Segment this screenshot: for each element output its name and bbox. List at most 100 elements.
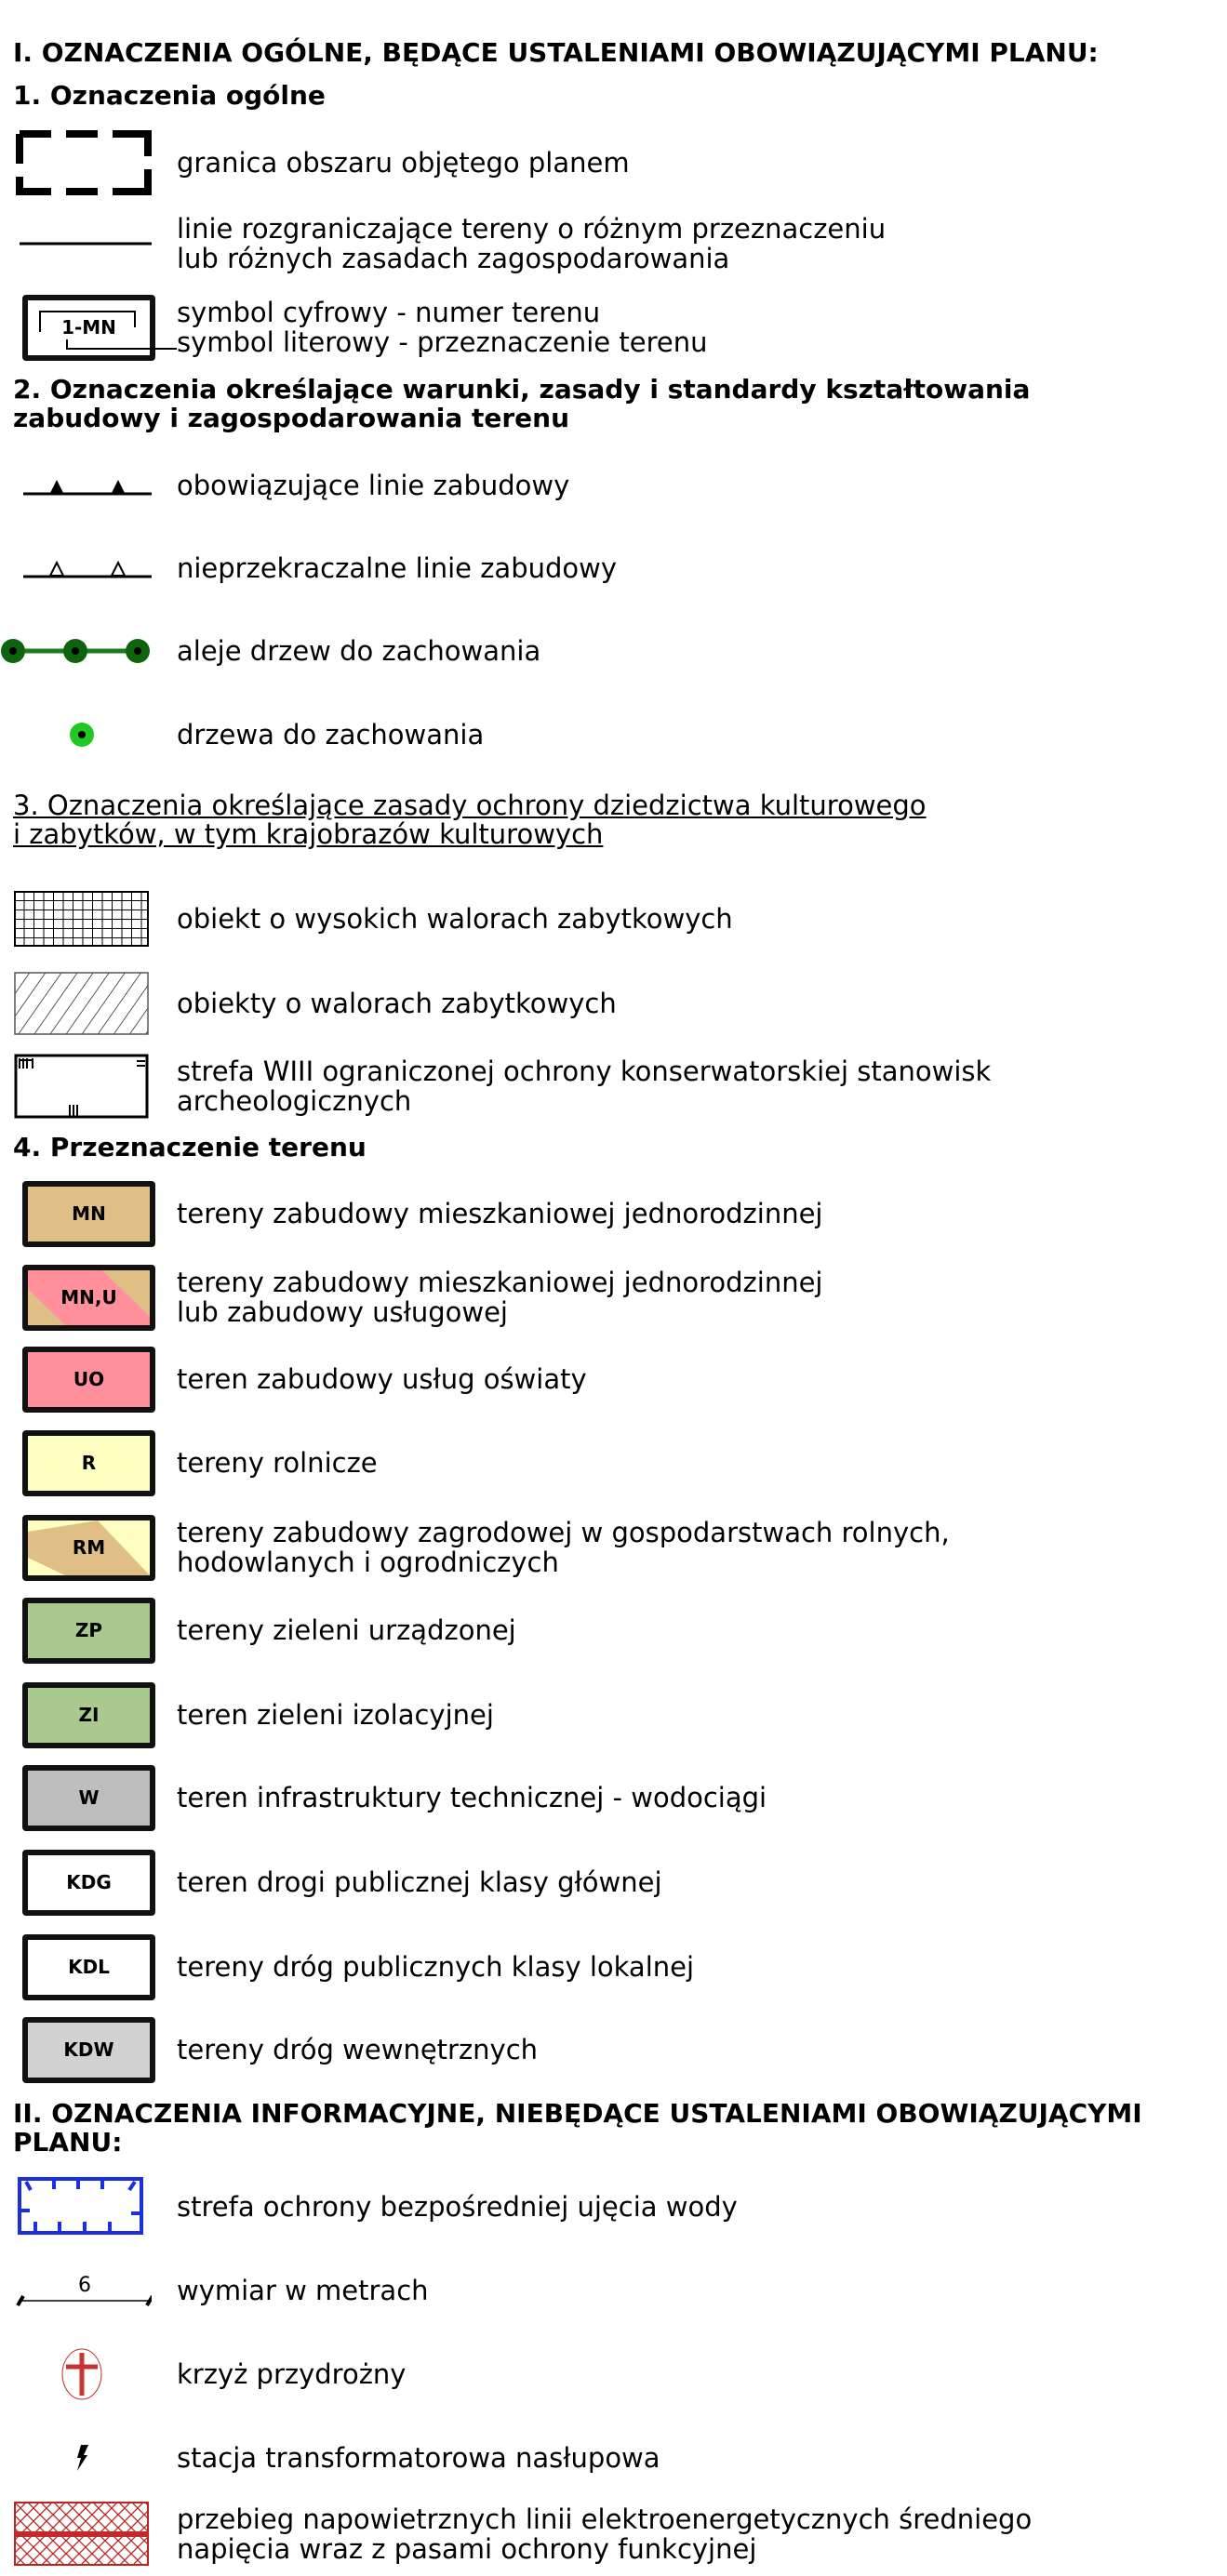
legend-label: stacja transformatorowa nasłupowa: [177, 2442, 660, 2474]
legend-label: wymiar w metrach: [177, 2275, 429, 2306]
legend-item-high-value-monument: obiekt o wysokich walorach zabytkowych: [0, 877, 1227, 961]
legend-item-trees: drzewa do zachowania: [0, 693, 1227, 777]
landuse-symbol: RM: [0, 1506, 163, 1589]
legend-label: przebieg napowietrznych linii elektroene…: [177, 2503, 1033, 2535]
legend-item-power-lines: przebieg napowietrznych linii elektroene…: [0, 2492, 1227, 2576]
legend-label: symbol literowy - przeznaczenie terenu: [177, 326, 708, 358]
archaeological-zone-symbol: [0, 1044, 163, 1128]
landuse-symbol: KDL: [0, 1925, 163, 2009]
legend-item-landuse-uo: UO teren zabudowy usług oświaty: [0, 1337, 1227, 1421]
legend-label: tereny dróg publicznych klasy lokalnej: [177, 1951, 695, 1983]
section-3-heading: 3. Oznaczenia określające zasady ochrony…: [13, 790, 927, 850]
legend-title: I. OZNACZENIA OGÓLNE, BĘDĄCE USTALENIAMI…: [13, 37, 1099, 68]
landuse-symbol: KDW: [0, 2008, 163, 2091]
legend-item-landuse-w: W teren infrastruktury technicznej - wod…: [0, 1756, 1227, 1839]
legend-label: tereny zieleni urządzonej: [177, 1614, 516, 1646]
legend-label: archeologicznych: [177, 1085, 412, 1117]
grid-hatch-symbol: [0, 877, 163, 961]
legend-label: tereny rolnicze: [177, 1447, 378, 1479]
legend-label: linie rozgraniczające tereny o różnym pr…: [177, 213, 887, 245]
legend-item-landuse-zi: ZI teren zieleni izolacyjnej: [0, 1673, 1227, 1757]
landuse-symbol: ZP: [0, 1588, 163, 1672]
legend-item-plan-boundary: granica obszaru objętego planem: [0, 121, 1227, 205]
dimension-symbol: 6: [0, 2249, 163, 2332]
legend-label: lub różnych zasadach zagospodarowania: [177, 243, 730, 274]
power-line-hatch-symbol: [0, 2492, 163, 2576]
legend-label: strefa WIII ograniczonej ochrony konserw…: [177, 1056, 992, 1087]
legend-label: napięcia wraz z pasami ochrony funkcyjne…: [177, 2533, 757, 2565]
section-1-heading: 1. Oznaczenia ogólne: [13, 80, 326, 111]
landuse-code: KDL: [68, 1956, 110, 1978]
legend-item-landuse-mn-u: MN,U tereny zabudowy mieszkaniowej jedno…: [0, 1255, 1227, 1339]
landuse-symbol: MN,U: [0, 1255, 163, 1339]
legend-item-landuse-zp: ZP tereny zieleni urządzonej: [0, 1588, 1227, 1672]
legend-label: drzewa do zachowania: [177, 719, 485, 750]
plan-boundary-symbol: [0, 121, 163, 205]
section-ii-heading: II. OZNACZENIA INFORMACYJNE, NIEBĘDĄCE U…: [13, 2098, 1142, 2158]
legend-label: teren drogi publicznej klasy głównej: [177, 1866, 662, 1898]
mandatory-building-line-symbol: [0, 444, 163, 527]
legend-item-boundary-lines: linie rozgraniczające tereny o różnym pr…: [0, 202, 1227, 285]
landuse-code: MN,U: [60, 1286, 117, 1308]
landuse-symbol: KDG: [0, 1840, 163, 1924]
water-intake-zone-symbol: [0, 2165, 163, 2249]
landuse-symbol: R: [0, 1421, 163, 1505]
legend-item-landuse-mn: MN tereny zabudowy mieszkaniowej jednoro…: [0, 1172, 1227, 1255]
section-4-heading: 4. Przeznaczenie terenu: [13, 1132, 367, 1162]
landuse-symbol: ZI: [0, 1673, 163, 1757]
area-symbol-example: 1-MN: [0, 285, 177, 369]
legend-label: obiekt o wysokich walorach zabytkowych: [177, 903, 733, 935]
wayside-cross-icon: [0, 2332, 163, 2416]
landuse-symbol: UO: [0, 1337, 163, 1421]
legend-label: tereny zabudowy zagrodowej w gospodarstw…: [177, 1517, 950, 1548]
section-2-heading: 2. Oznaczenia określające warunki, zasad…: [13, 374, 1031, 433]
landuse-symbol: MN: [0, 1172, 163, 1255]
landuse-code: KDW: [63, 2038, 114, 2061]
legend-label: teren zabudowy usług oświaty: [177, 1363, 587, 1395]
tree-symbol: [0, 693, 163, 777]
legend-label: tereny zabudowy mieszkaniowej jednorodzi…: [177, 1198, 823, 1229]
landuse-code: UO: [73, 1368, 105, 1390]
dimension-value: 6: [78, 2274, 91, 2297]
legend-item-archaeological-zone: strefa WIII ograniczonej ochrony konserw…: [0, 1044, 1227, 1128]
legend-item-non-exceedable-building-lines: nieprzekraczalne linie zabudowy: [0, 526, 1227, 610]
legend-item-landuse-kdw: KDW tereny dróg wewnętrznych: [0, 2008, 1227, 2091]
tree-alley-symbol: [0, 609, 163, 693]
legend-item-mandatory-building-lines: obowiązujące linie zabudowy: [0, 444, 1227, 527]
area-symbol-text: 1-MN: [61, 316, 116, 339]
legend-label: lub zabudowy usługowej: [177, 1296, 508, 1328]
legend-label: obiekty o walorach zabytkowych: [177, 988, 617, 1019]
legend-item-water-intake-zone: strefa ochrony bezpośredniej ujęcia wody: [0, 2165, 1227, 2249]
non-exceedable-building-line-symbol: [0, 526, 163, 610]
landuse-code: RM: [72, 1536, 106, 1559]
leader-lines: [39, 311, 177, 350]
legend-item-landuse-kdg: KDG teren drogi publicznej klasy głównej: [0, 1840, 1227, 1924]
legend-label: hodowlanych i ogrodniczych: [177, 1547, 559, 1578]
legend-item-landuse-r: R tereny rolnicze: [0, 1421, 1227, 1505]
legend-item-tree-alleys: aleje drzew do zachowania: [0, 609, 1227, 693]
landuse-code: KDG: [66, 1871, 112, 1893]
legend-item-dimension: 6 wymiar w metrach: [0, 2249, 1227, 2332]
landuse-code: ZI: [78, 1704, 100, 1726]
landuse-code: R: [81, 1452, 97, 1474]
legend-label: granica obszaru objętego planem: [177, 147, 630, 179]
legend-label: nieprzekraczalne linie zabudowy: [177, 552, 618, 584]
diagonal-hatch-symbol: [0, 962, 163, 1045]
lightning-bolt-icon: [0, 2416, 163, 2500]
landuse-code: ZP: [74, 1619, 103, 1641]
legend-item-landuse-rm: RM tereny zabudowy zagrodowej w gospodar…: [0, 1506, 1227, 1589]
landuse-symbol: W: [0, 1756, 163, 1839]
boundary-line-symbol: [0, 202, 163, 285]
legend-label: teren infrastruktury technicznej - wodoc…: [177, 1782, 767, 1813]
legend-label: symbol cyfrowy - numer terenu: [177, 297, 601, 328]
legend-item-landuse-kdl: KDL tereny dróg publicznych klasy lokaln…: [0, 1925, 1227, 2009]
legend-item-monument-value: obiekty o walorach zabytkowych: [0, 962, 1227, 1045]
landuse-code: W: [78, 1786, 100, 1809]
landuse-code: MN: [72, 1202, 106, 1225]
legend-label: strefa ochrony bezpośredniej ujęcia wody: [177, 2191, 738, 2223]
legend-label: krzyż przydrożny: [177, 2358, 407, 2390]
legend-item-wayside-cross: krzyż przydrożny: [0, 2332, 1227, 2416]
legend-label: tereny zabudowy mieszkaniowej jednorodzi…: [177, 1267, 823, 1298]
legend-item-transformer-station: stacja transformatorowa nasłupowa: [0, 2416, 1227, 2500]
